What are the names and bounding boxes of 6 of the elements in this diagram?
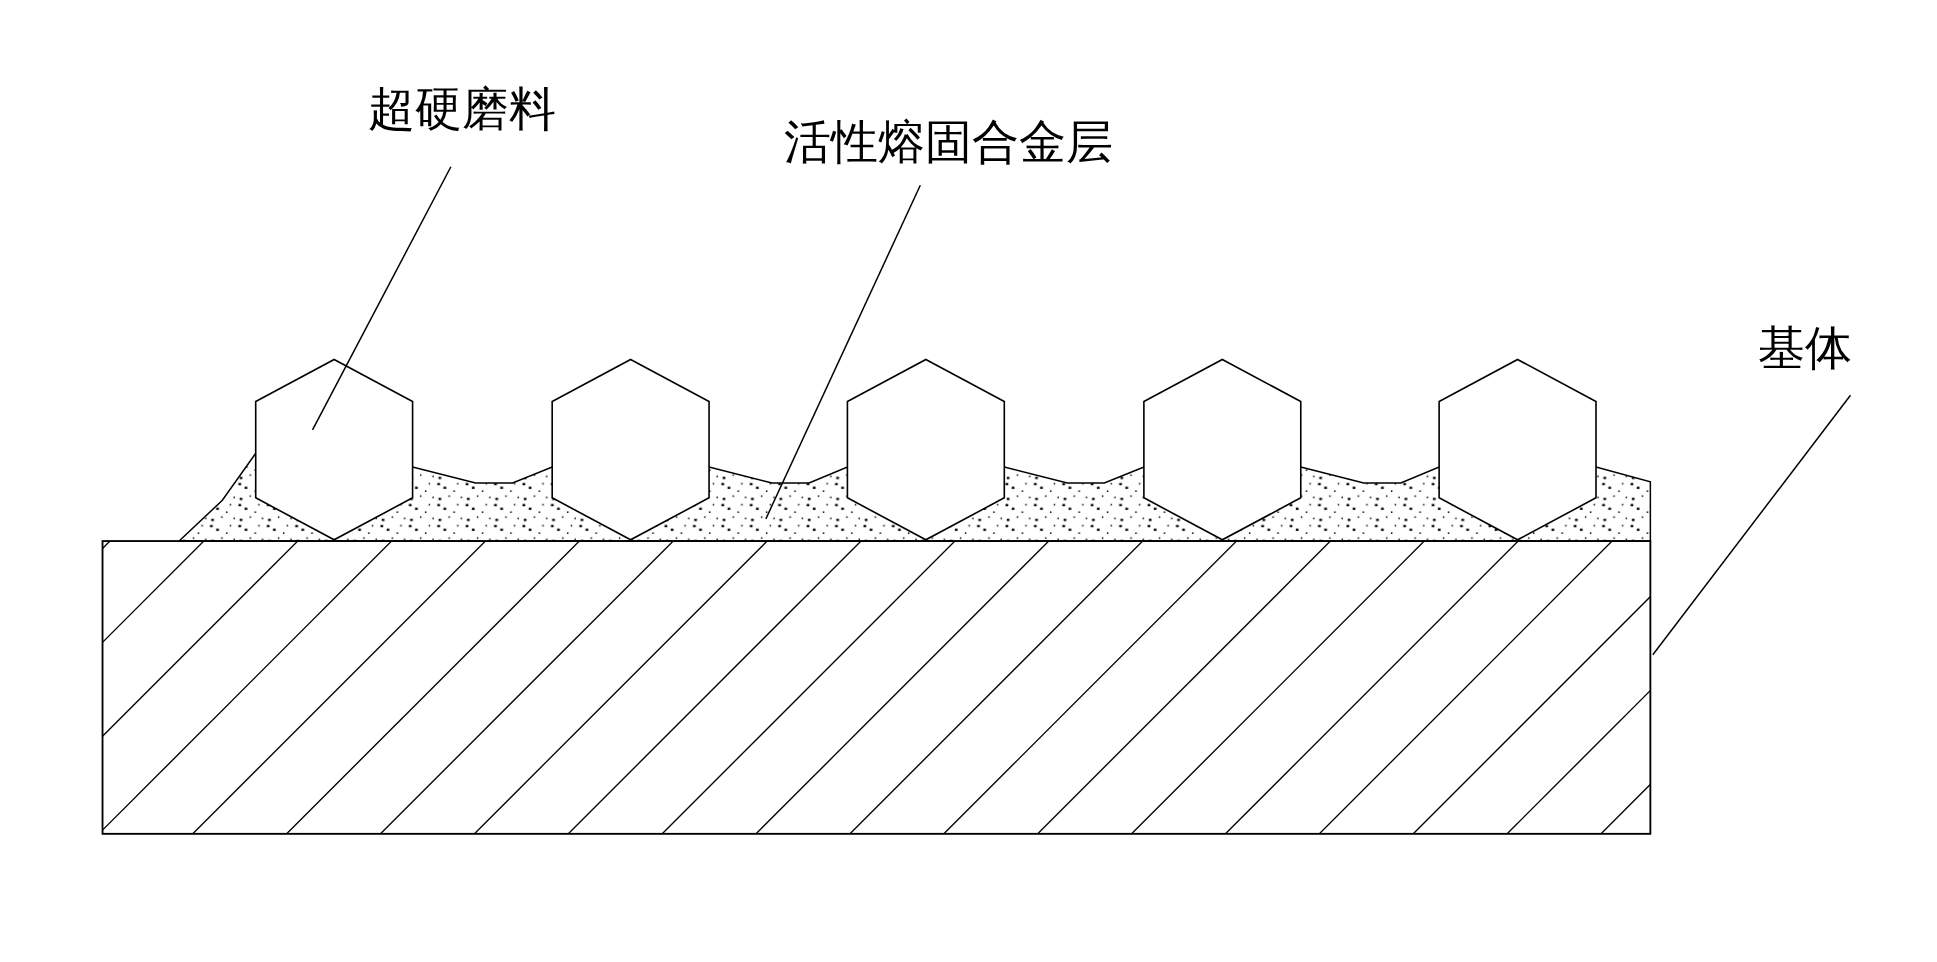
leader-line bbox=[311, 166, 452, 431]
leader-line bbox=[765, 184, 922, 520]
part-label: 基体 bbox=[1757, 323, 1857, 381]
part-label: 超硬磨料 bbox=[368, 84, 554, 141]
leader-line bbox=[1652, 394, 1852, 656]
part-label: 活性熔固合金层 bbox=[784, 117, 1109, 175]
